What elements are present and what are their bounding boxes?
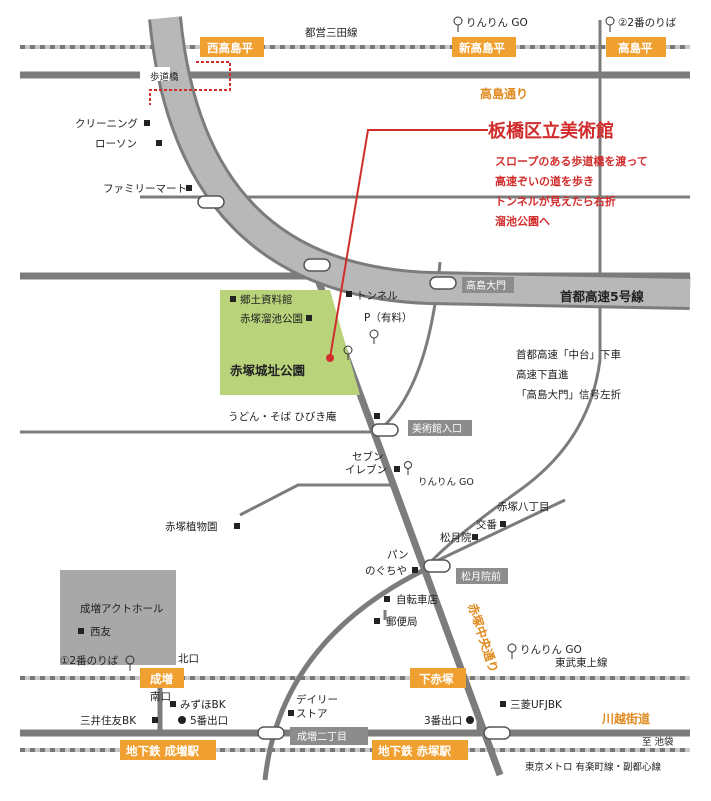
svg-text:赤塚八丁目: 赤塚八丁目 [497, 501, 550, 513]
road-z [239, 483, 395, 517]
svg-text:北口: 北口 [178, 653, 199, 665]
svg-text:デイリー: デイリー [296, 693, 338, 706]
shintakashimadaira-box [452, 37, 516, 57]
svg-text:のぐちや: のぐちや [365, 565, 407, 577]
svg-text:イレブン: イレブン [345, 463, 387, 476]
bus-stops: りんりん GO ②2番のりば りんりん GO りんりん GO ①2番のりば [60, 16, 677, 671]
svg-text:首都高速「中台」下車: 首都高速「中台」下車 [516, 348, 621, 361]
narimasu-box [140, 668, 184, 688]
svg-text:パン: パン [387, 549, 409, 561]
svg-text:交番: 交番 [476, 518, 497, 531]
act-hall-block: 成増アクトホール 西友 [60, 570, 176, 665]
chikatetsu-akatsuka-box [372, 740, 468, 760]
svg-text:高速下直進: 高速下直進 [516, 368, 569, 381]
svg-text:三菱UFJBK: 三菱UFJBK [510, 699, 563, 711]
shimoakatsuka-box [410, 668, 466, 688]
svg-text:西高島平: 西高島平 [207, 41, 253, 55]
akatsuka-castle-park: 赤塚城址公園 [220, 290, 360, 395]
to-ikebukuro-label: 至 池袋 [642, 736, 674, 748]
intersection-boxes: 高島大門 美術館入口 松月院前 成増二丁目 [290, 277, 514, 745]
svg-text:りんりん GO: りんりん GO [520, 644, 582, 656]
narimasu-nichome-label: 成増二丁目 [297, 730, 347, 743]
direction-line-1: スロープのある歩道橋を渡って [495, 154, 648, 168]
destination-title: 板橋区立美術館 [488, 120, 614, 142]
svg-text:三井住友BK: 三井住友BK [80, 714, 137, 727]
svg-text:ファミリーマート: ファミリーマート [103, 183, 187, 195]
shuto-expressway: 首都高速5号線 [148, 16, 691, 310]
svg-text:高島平: 高島平 [618, 41, 653, 55]
svg-text:成増アクトホール: 成増アクトホール [80, 602, 163, 615]
svg-text:成増: 成増 [150, 672, 173, 686]
svg-text:下赤塚: 下赤塚 [419, 672, 454, 686]
right-vertical-road [426, 20, 602, 566]
svg-text:赤塚溜池公園: 赤塚溜池公園 [240, 312, 303, 325]
shogetsuin-road [427, 498, 566, 567]
svg-text:西友: 西友 [90, 625, 111, 638]
svg-text:①2番のりば: ①2番のりば [60, 655, 119, 667]
car-directions: 首都高速「中台」下車 高速下直進 「高島大門」信号左折 [516, 348, 621, 401]
bijutsukan-iriguchi-label: 美術館入口 [412, 422, 462, 435]
svg-text:歩道橋: 歩道橋 [150, 71, 179, 83]
station-boxes: 西高島平 新高島平 高島平 成増 下赤塚 地下鉄 成増駅 地下鉄 赤塚駅 [120, 37, 666, 760]
takashima-daimon-label: 高島大門 [466, 279, 506, 292]
svg-text:南口: 南口 [150, 690, 171, 703]
svg-text:5番出口: 5番出口 [190, 714, 228, 727]
crossings [197, 195, 511, 740]
svg-text:自転車店: 自転車店 [396, 593, 438, 606]
svg-text:郵便局: 郵便局 [386, 615, 418, 628]
svg-text:うどん・そば ひびき庵: うどん・そば ひびき庵 [228, 410, 337, 423]
tokyo-metro-label: 東京メトロ 有楽町線・副都心線 [525, 761, 662, 773]
svg-text:赤塚植物園: 赤塚植物園 [165, 520, 218, 533]
direction-line-3: トンネルが見えたら右折 [495, 194, 616, 208]
svg-text:新高島平: 新高島平 [459, 41, 505, 55]
toei-mita-label: 都営三田線 [305, 26, 358, 39]
left-curve-road [262, 565, 430, 781]
direction-line-4: 溜池公園へ [495, 214, 550, 228]
destination-marker: 板橋区立美術館 スロープのある歩道橋を渡って 高速ぞいの道を歩き トンネルが見え… [326, 120, 648, 362]
svg-text:みずほBK: みずほBK [180, 699, 227, 711]
direction-line-2: 高速ぞいの道を歩き [495, 174, 594, 188]
kawagoe-label: 川越街道 [601, 711, 650, 726]
svg-text:地下鉄 成増駅: 地下鉄 成増駅 [126, 744, 200, 758]
landmarks: クリーニング ローソン ファミリーマート 郷土資料館 赤塚溜池公園 トンネル P… [75, 117, 563, 727]
svg-text:ストア: ストア [296, 708, 328, 720]
svg-text:3番出口: 3番出口 [424, 714, 462, 727]
svg-text:クリーニング: クリーニング [75, 117, 138, 130]
takashima-dori-label: 高島通り [480, 86, 528, 101]
svg-text:松月院: 松月院 [440, 531, 472, 544]
park-name: 赤塚城址公園 [230, 363, 305, 378]
shuto-label: 首都高速5号線 [560, 289, 644, 304]
shogetsuin-mae-label: 松月院前 [461, 570, 501, 583]
tobu-tojo-label: 東武東上線 [555, 656, 608, 669]
pedestrian-bridge: 歩道橋 [140, 61, 231, 105]
svg-text:②2番のりば: ②2番のりば [618, 17, 677, 29]
svg-text:りんりん GO: りんりん GO [466, 17, 528, 29]
svg-text:ローソン: ローソン [95, 138, 137, 150]
svg-text:セブン: セブン [352, 450, 384, 463]
svg-text:りんりん GO: りんりん GO [418, 477, 474, 488]
nishitakashimadaira-box [200, 37, 264, 57]
akatsuka-chuo-label: 赤塚中央通り [465, 601, 502, 674]
svg-text:トンネル: トンネル [356, 290, 398, 302]
chikatetsu-narimasu-box [120, 740, 216, 760]
svg-text:郷土資料館: 郷土資料館 [240, 293, 293, 306]
svg-text:「高島大門」信号左折: 「高島大門」信号左折 [516, 388, 621, 401]
takashimadaira-box [606, 37, 666, 57]
svg-text:地下鉄 赤塚駅: 地下鉄 赤塚駅 [378, 744, 452, 758]
svg-text:P（有料）: P（有料） [364, 311, 412, 324]
